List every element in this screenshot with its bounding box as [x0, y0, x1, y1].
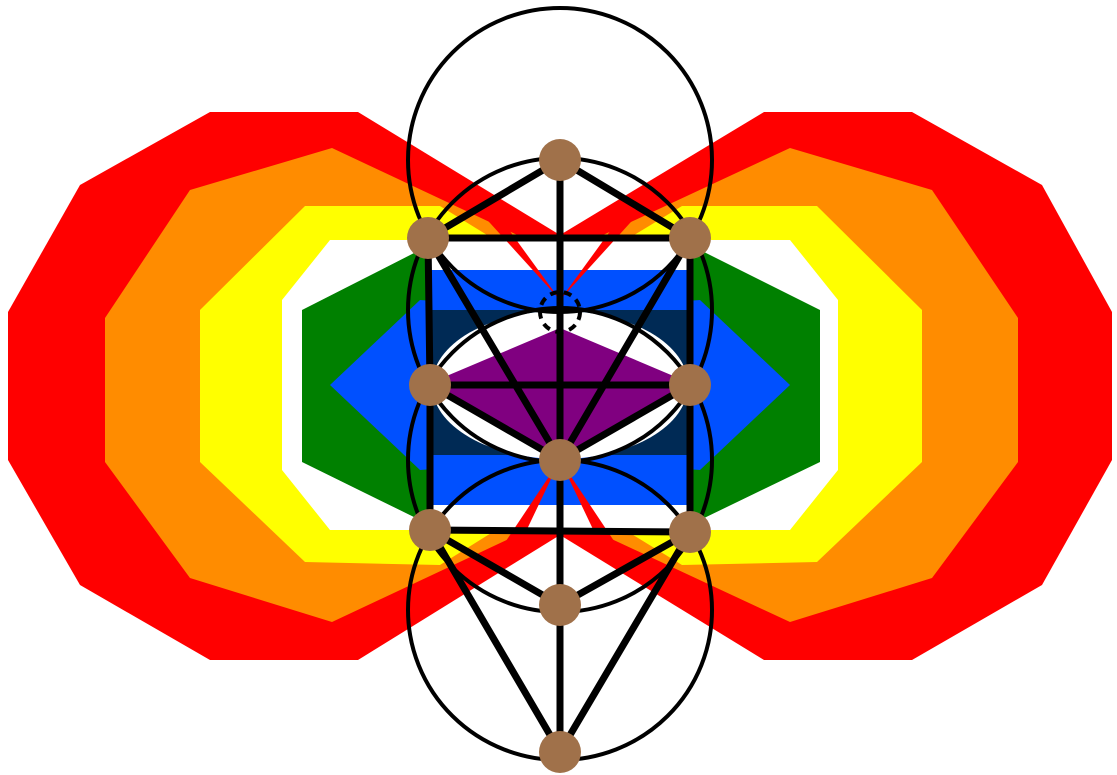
node-bottom: [539, 731, 581, 773]
node-upper-right: [669, 217, 711, 259]
node-lower-center: [539, 584, 581, 626]
node-lower-left: [409, 509, 451, 551]
edge-upper-left-middle-left: [428, 238, 430, 385]
node-center: [539, 439, 581, 481]
node-top: [539, 139, 581, 181]
node-middle-left: [409, 364, 451, 406]
edge-lower-left-lower-right: [430, 530, 690, 532]
node-lower-right: [669, 511, 711, 553]
node-upper-left: [407, 217, 449, 259]
node-middle-right: [669, 364, 711, 406]
